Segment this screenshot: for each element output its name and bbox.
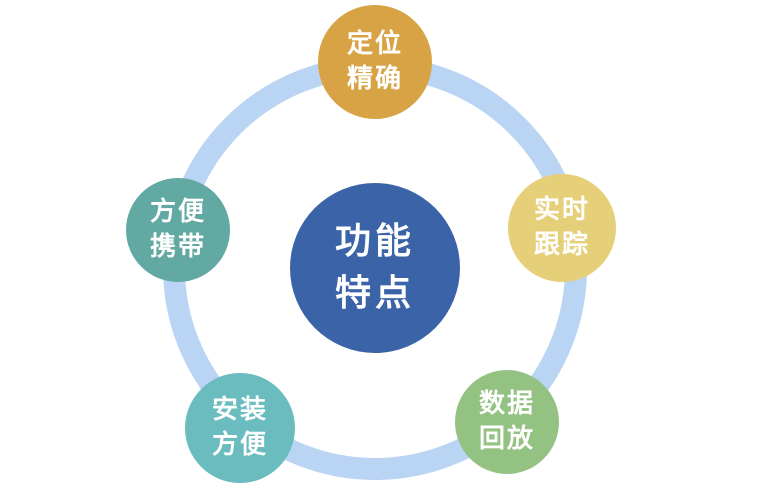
node-portable: 方便 携带 bbox=[126, 178, 230, 282]
node-realtime-tracking: 实时 跟踪 bbox=[508, 174, 616, 282]
center-node-feature-title: 功能 特点 bbox=[290, 183, 460, 353]
node-easy-install: 安装 方便 bbox=[185, 373, 295, 483]
node-data-playback: 数据 回放 bbox=[455, 370, 559, 474]
node-precise-positioning: 定位 精确 bbox=[318, 5, 432, 119]
